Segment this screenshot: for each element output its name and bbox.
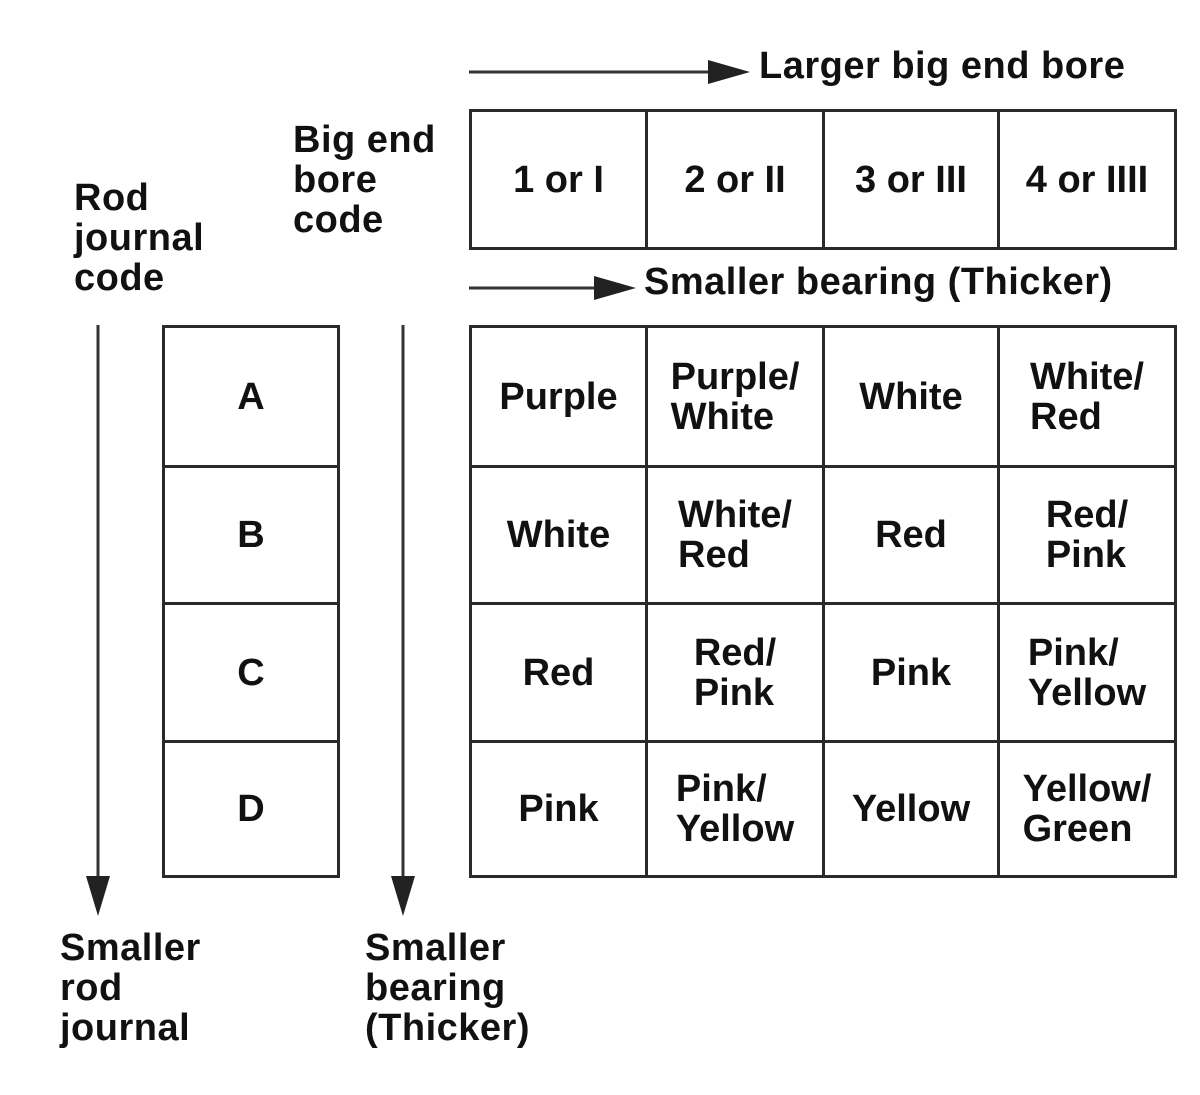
bearing-color-cell: Purple/ White xyxy=(648,328,825,468)
bearing-color-cell: Pink/ Yellow xyxy=(1000,605,1174,743)
big-end-bore-code-table: 1 or I 2 or II 3 or III 4 or IIII xyxy=(469,109,1177,250)
bearing-color-cell: Red xyxy=(825,468,1000,605)
bore-code-cell: 1 or I xyxy=(472,112,648,247)
big-end-bore-code-label: Big end bore code xyxy=(293,119,436,241)
rod-journal-code-label: Rod journal code xyxy=(74,177,205,299)
rod-code-cell: A xyxy=(165,328,337,468)
bearing-color-cell: White/ Red xyxy=(648,468,825,605)
bore-code-cell: 3 or III xyxy=(825,112,1000,247)
bearing-color-table: Purple Purple/ White White White/ Red Wh… xyxy=(469,325,1177,878)
bearing-color-cell: Pink/ Yellow xyxy=(648,743,825,875)
smaller-rod-journal-arrow xyxy=(86,325,110,916)
bearing-color-cell: Red/ Pink xyxy=(648,605,825,743)
smaller-bearing-thicker-label: Smaller bearing (Thicker) xyxy=(644,261,1113,303)
smaller-rod-journal-label: Smaller rod journal xyxy=(60,927,201,1049)
larger-big-end-bore-label: Larger big end bore xyxy=(759,45,1126,87)
bearing-color-cell: Pink xyxy=(472,743,648,875)
bearing-color-cell: Yellow xyxy=(825,743,1000,875)
rod-journal-code-table: A B C D xyxy=(162,325,340,878)
bearing-color-cell: Red xyxy=(472,605,648,743)
rod-code-cell: B xyxy=(165,468,337,605)
bearing-color-cell: Red/ Pink xyxy=(1000,468,1174,605)
bore-code-cell: 2 or II xyxy=(648,112,825,247)
bearing-color-cell: Purple xyxy=(472,328,648,468)
smaller-bearing-horizontal-arrow xyxy=(469,276,636,300)
bearing-color-cell: White xyxy=(472,468,648,605)
rod-code-cell: D xyxy=(237,788,265,830)
bearing-color-cell: Pink xyxy=(825,605,1000,743)
rod-code-cell: C xyxy=(165,605,337,743)
bearing-color-cell: Yellow/ Green xyxy=(1022,768,1152,850)
larger-bore-arrow xyxy=(469,60,750,84)
smaller-bearing-vertical-arrow xyxy=(391,325,415,916)
smaller-bearing-thicker-vertical-label: Smaller bearing (Thicker) xyxy=(365,927,530,1049)
bearing-color-cell: White xyxy=(825,328,1000,468)
bearing-color-cell: White/ Red xyxy=(1000,328,1174,468)
bore-code-cell: 4 or IIII xyxy=(1025,158,1149,201)
